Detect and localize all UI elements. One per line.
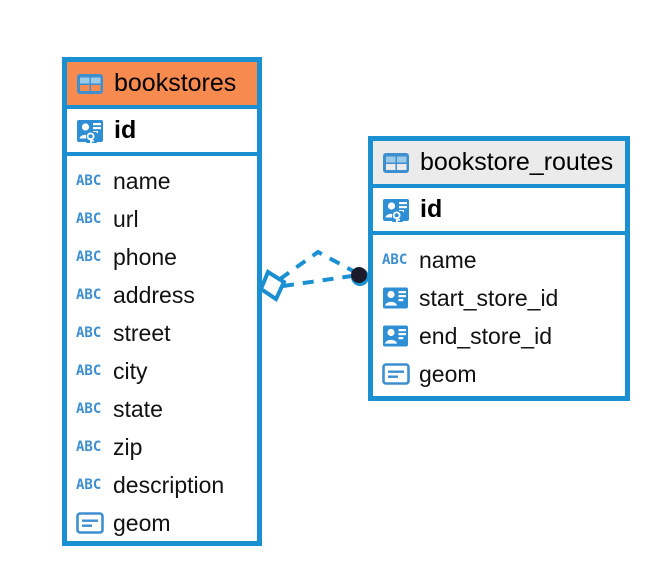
text-type-icon: ABC <box>76 249 102 265</box>
field-row[interactable]: ABC url <box>67 200 257 238</box>
field-row[interactable]: geom <box>67 504 257 542</box>
field-label: phone <box>113 243 177 270</box>
field-label: zip <box>113 433 143 460</box>
table-icon <box>77 73 103 94</box>
primary-key-icon <box>383 198 409 222</box>
text-type-icon: ABC <box>76 477 102 493</box>
primary-key-icon <box>77 119 103 143</box>
entity-fields: ABC name ABC url ABC phone ABC address A… <box>67 156 257 550</box>
text-type-icon: ABC <box>76 173 102 189</box>
field-row[interactable]: ABC description <box>67 466 257 504</box>
entity-title: bookstore_routes <box>420 148 614 176</box>
geometry-type-icon <box>76 512 104 534</box>
entity-bookstores[interactable]: bookstores id ABC <box>62 57 262 546</box>
field-label: geom <box>113 509 171 536</box>
text-type-icon: ABC <box>76 211 102 227</box>
field-row[interactable]: ABC name <box>67 162 257 200</box>
relationship-line-straight <box>282 274 353 288</box>
field-label: description <box>113 471 225 498</box>
field-label: address <box>113 281 195 308</box>
field-row[interactable]: ABC city <box>67 352 257 390</box>
foreign-key-icon <box>383 325 408 347</box>
field-label: end_store_id <box>419 322 552 349</box>
diamond-marker <box>258 269 287 302</box>
field-label: geom <box>419 360 477 387</box>
entity-fields: ABC name start_store_id <box>373 235 625 401</box>
primary-key-row[interactable]: id <box>67 109 257 156</box>
field-row[interactable]: geom <box>373 355 625 393</box>
relationship-line-arc <box>278 249 356 281</box>
field-label: name <box>419 246 477 273</box>
field-row[interactable]: ABC zip <box>67 428 257 466</box>
entity-header: bookstores <box>67 62 257 109</box>
field-row[interactable]: ABC phone <box>67 238 257 276</box>
field-row[interactable]: end_store_id <box>373 317 625 355</box>
text-type-icon: ABC <box>76 325 102 341</box>
entity-bookstore-routes[interactable]: bookstore_routes id ABC <box>368 136 630 401</box>
field-label: city <box>113 357 148 384</box>
entity-title: bookstores <box>114 69 237 97</box>
field-label: url <box>113 205 139 232</box>
dot-marker <box>351 267 369 286</box>
field-row[interactable]: ABC name <box>373 241 625 279</box>
text-type-icon: ABC <box>382 252 408 268</box>
field-label: state <box>113 395 163 422</box>
text-type-icon: ABC <box>76 287 102 303</box>
field-row[interactable]: start_store_id <box>373 279 625 317</box>
field-label: name <box>113 167 171 194</box>
field-label: start_store_id <box>419 284 559 311</box>
text-type-icon: ABC <box>76 439 102 455</box>
text-type-icon: ABC <box>76 401 102 417</box>
table-icon <box>383 152 409 173</box>
field-label: street <box>113 319 171 346</box>
primary-key-row[interactable]: id <box>373 188 625 235</box>
text-type-icon: ABC <box>76 363 102 379</box>
primary-key-label: id <box>114 116 137 144</box>
geometry-type-icon <box>382 363 410 385</box>
entity-header: bookstore_routes <box>373 141 625 188</box>
field-row[interactable]: ABC street <box>67 314 257 352</box>
foreign-key-icon <box>383 287 408 309</box>
field-row[interactable]: ABC state <box>67 390 257 428</box>
primary-key-label: id <box>420 195 443 223</box>
field-row[interactable]: ABC address <box>67 276 257 314</box>
